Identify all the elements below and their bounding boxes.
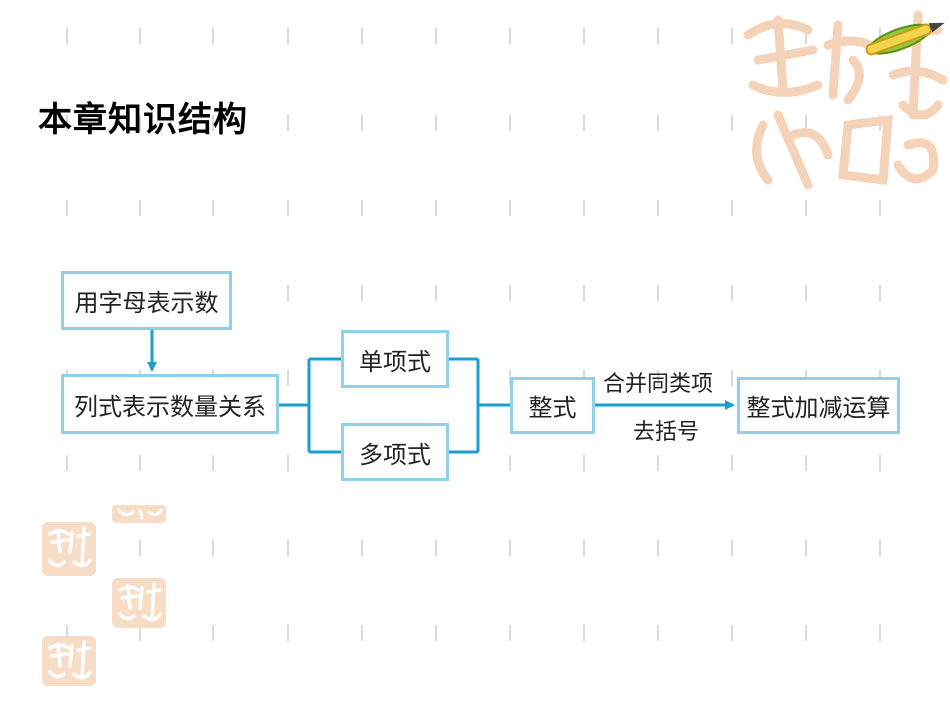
decorative-seal-large [743, 10, 948, 190]
node-polynomial: 多项式 [341, 423, 449, 481]
node-integral-expression: 整式 [510, 377, 595, 434]
node-express-relations: 列式表示数量关系 [61, 374, 279, 434]
node-add-subtract-operations: 整式加减运算 [737, 377, 900, 434]
decorative-seal-small-1 [112, 505, 166, 523]
edge-label-combine-like-terms: 合并同类项 [603, 372, 714, 397]
decorative-seal-small-3 [112, 578, 166, 628]
node-monomial: 单项式 [341, 330, 449, 388]
page-title: 本章知识结构 [38, 100, 248, 140]
decorative-seal-small-2 [42, 522, 96, 576]
node-use-letters: 用字母表示数 [61, 271, 232, 330]
edge-label-remove-brackets: 去括号 [633, 420, 700, 445]
decorative-seal-small-4 [42, 636, 96, 686]
